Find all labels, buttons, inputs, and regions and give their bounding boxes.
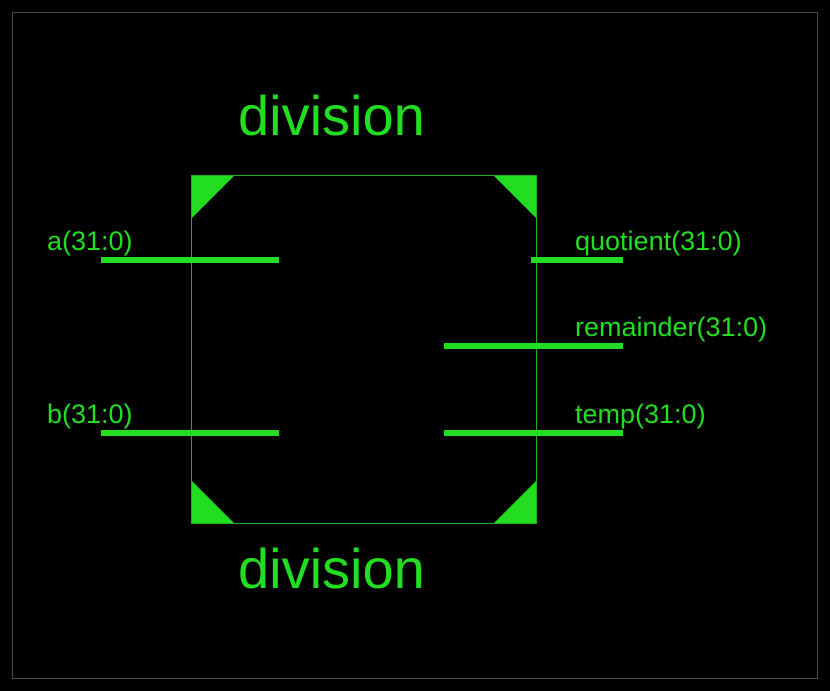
corner-marker-bottom-right-icon	[494, 481, 536, 523]
port-label-a: a(31:0)	[47, 226, 133, 256]
corner-marker-top-right-icon	[494, 176, 536, 218]
pin-line-b[interactable]	[101, 430, 279, 436]
symbol-title-bottom: division	[238, 537, 425, 600]
symbol-title-top: division	[238, 84, 425, 147]
pin-line-remainder[interactable]	[444, 343, 623, 349]
corner-marker-top-left-icon	[192, 176, 234, 218]
pin-line-quotient[interactable]	[531, 257, 623, 263]
canvas-frame: division division a(31:0) b(31:0) quotie…	[12, 12, 818, 679]
port-label-temp: temp(31:0)	[575, 399, 706, 429]
pin-line-temp[interactable]	[444, 430, 623, 436]
port-label-quotient: quotient(31:0)	[575, 226, 742, 256]
port-label-remainder: remainder(31:0)	[575, 312, 768, 342]
corner-marker-bottom-left-icon	[192, 481, 234, 523]
symbol-block-division[interactable]	[191, 175, 537, 524]
port-label-b: b(31:0)	[47, 399, 133, 429]
pin-line-a[interactable]	[101, 257, 279, 263]
